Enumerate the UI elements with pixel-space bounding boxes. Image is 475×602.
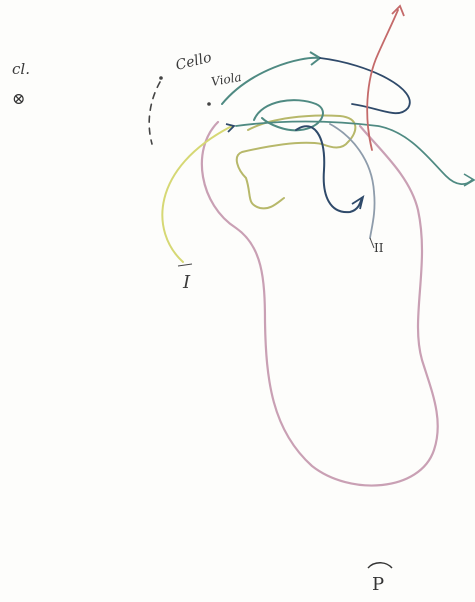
viola-label: Viola <box>210 70 242 89</box>
roman-one-label: I <box>182 272 191 293</box>
corner-mark: cl. <box>12 60 30 78</box>
corner-symbol: ⊗ <box>12 89 25 108</box>
pink-outline <box>202 122 438 486</box>
viola-dot <box>207 102 211 106</box>
red-rising-stroke <box>367 10 398 150</box>
grey-blue-stroke <box>330 124 375 238</box>
roman-two-label: II <box>374 241 384 255</box>
bottom-arc <box>368 563 392 568</box>
cello-dot <box>159 76 163 80</box>
navy-descending-stroke <box>296 126 362 212</box>
roman-one-tick <box>178 264 192 266</box>
cello-label: Cello <box>174 50 213 74</box>
navy-upper-loop <box>320 58 410 113</box>
green-right-arrowhead <box>464 174 474 186</box>
bottom-letter: P <box>372 574 384 595</box>
dashed-arc <box>149 82 160 144</box>
yellow-curve <box>162 126 232 262</box>
